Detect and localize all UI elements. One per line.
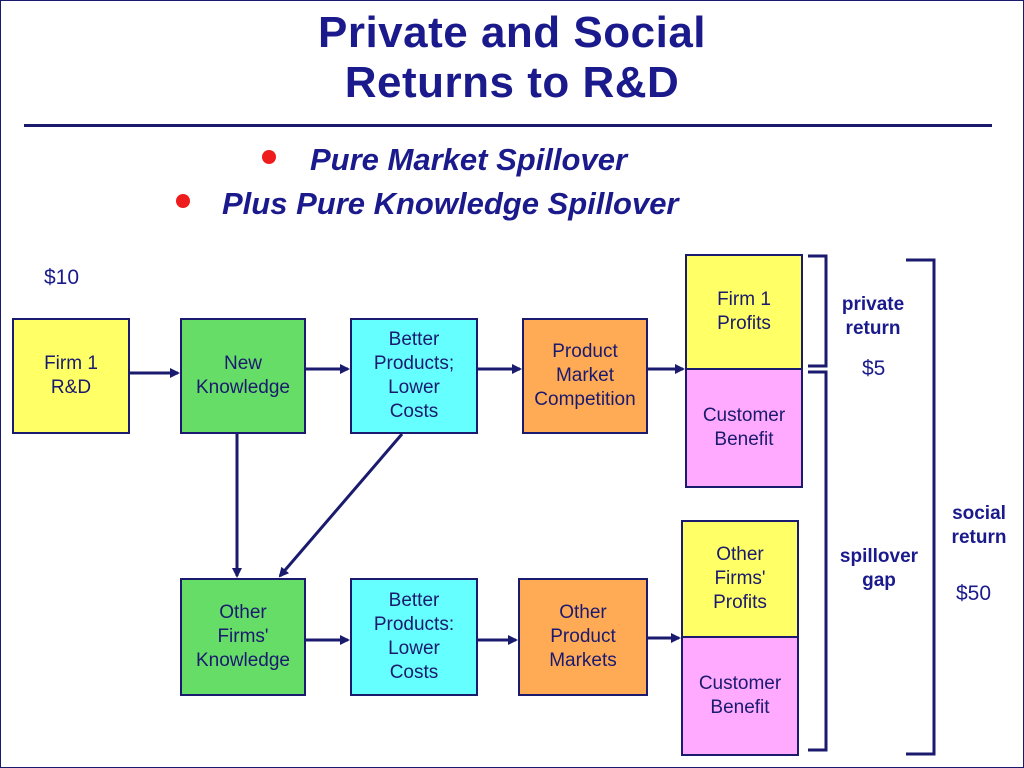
social-return-value: $50	[956, 582, 992, 605]
slide-title: Private and Social Returns to R&D	[0, 8, 1024, 108]
label-text: gap	[862, 570, 896, 591]
arrow-products-diagonal	[278, 433, 404, 578]
label-text: private	[841, 294, 905, 315]
box-text: R&D	[50, 377, 92, 398]
box-text: Firm 1	[717, 289, 771, 310]
box-firm1-rd: Firm 1 R&D	[12, 318, 130, 434]
bracket-social-return	[906, 258, 936, 756]
box-text: Other	[219, 602, 267, 623]
box-text: Costs	[389, 401, 439, 422]
label-spillover-gap: spillover gap	[830, 545, 928, 593]
box-text: Market	[555, 365, 615, 386]
label-private-return: private return	[832, 293, 914, 341]
box-text: Product	[550, 626, 616, 647]
box-text: Lower	[388, 638, 440, 659]
box-text: Products:	[373, 614, 455, 635]
box-text: Other	[559, 602, 607, 623]
box-text: Knowledge	[195, 650, 291, 671]
box-text: Costs	[389, 662, 439, 683]
title-line-1: Private and Social	[317, 8, 707, 57]
bracket-private-return	[808, 254, 828, 368]
box-text: Better	[388, 590, 440, 611]
rd-cost-value: $10	[44, 266, 80, 289]
box-text: Products;	[373, 353, 455, 374]
box-text: New	[223, 353, 262, 374]
bullet-dot-1	[262, 150, 276, 164]
bracket-spillover-gap	[808, 370, 828, 752]
box-text: Firms'	[714, 568, 766, 589]
box-text: Markets	[549, 650, 617, 671]
box-text: Benefit	[710, 697, 770, 718]
box-text: Product	[552, 341, 618, 362]
box-text: Customer	[702, 405, 786, 426]
box-text: Knowledge	[195, 377, 291, 398]
box-text: Customer	[698, 673, 782, 694]
title-divider	[24, 124, 992, 127]
box-text: Profits	[713, 592, 767, 613]
label-text: return	[845, 318, 901, 339]
box-firm1-profits: Firm 1 Profits	[685, 254, 803, 370]
bullet-knowledge-spillover: Plus Pure Knowledge Spillover	[222, 186, 679, 221]
bullet-market-spillover: Pure Market Spillover	[310, 142, 628, 177]
box-text: Benefit	[714, 429, 774, 450]
bullet-dot-2	[176, 194, 190, 208]
title-line-2: Returns to R&D	[344, 58, 680, 107]
label-text: return	[951, 527, 1007, 548]
box-text: Profits	[717, 313, 771, 334]
label-text: social	[952, 503, 1006, 524]
box-text: Firms'	[217, 626, 269, 647]
label-text: spillover	[839, 546, 919, 567]
label-social-return: social return	[942, 502, 1016, 550]
private-return-value: $5	[862, 357, 886, 380]
box-text: Competition	[534, 389, 636, 410]
box-text: Other	[716, 544, 764, 565]
box-text: Firm 1	[44, 353, 98, 374]
box-text: Lower	[388, 377, 440, 398]
box-text: Better	[388, 329, 440, 350]
